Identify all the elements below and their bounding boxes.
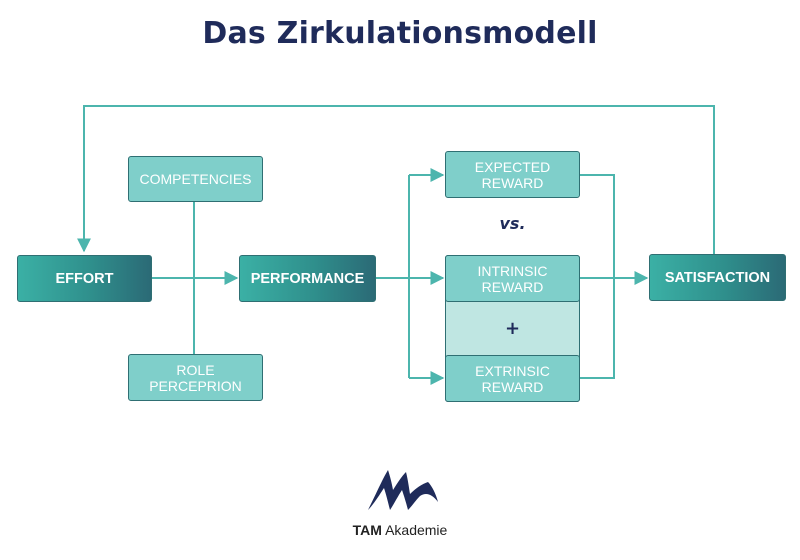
plus-symbol: +	[504, 318, 521, 339]
logo-name: Akademie	[385, 522, 448, 538]
effort-box: EFFORT	[17, 255, 152, 302]
expected-reward-box: EXPECTED REWARD	[445, 151, 580, 198]
satisfaction-box: SATISFACTION	[649, 254, 786, 301]
satisfaction-label: SATISFACTION	[664, 269, 771, 286]
competencies-label: COMPETENCIES	[139, 171, 252, 187]
performance-box: PERFORMANCE	[239, 255, 376, 302]
logo-brand: TAM	[352, 522, 382, 538]
intrinsic-reward-box: INTRINSIC REWARD	[445, 255, 580, 302]
feedback-loop-line	[77, 105, 715, 254]
expected-merge-line	[580, 174, 615, 379]
performance-label: PERFORMANCE	[250, 270, 365, 287]
effort-label: EFFORT	[55, 270, 114, 287]
page-title: Das Zirkulationsmodell	[202, 16, 598, 51]
role-perception-box: ROLE PERCEPRION	[128, 354, 263, 401]
expected-reward-label: EXPECTED REWARD	[474, 158, 551, 191]
extrinsic-reward-box: EXTRINSIC REWARD	[445, 355, 580, 402]
intrinsic-reward-label: INTRINSIC REWARD	[477, 262, 548, 295]
logo-wordmark: TAM Akademie	[0, 522, 800, 538]
vs-symbol: vs.	[499, 214, 526, 233]
competencies-box: COMPETENCIES	[128, 156, 263, 202]
extrinsic-reward-label: EXTRINSIC REWARD	[475, 362, 550, 395]
role-perception-label: ROLE PERCEPRION	[149, 361, 242, 394]
tam-logo-icon	[368, 470, 438, 510]
